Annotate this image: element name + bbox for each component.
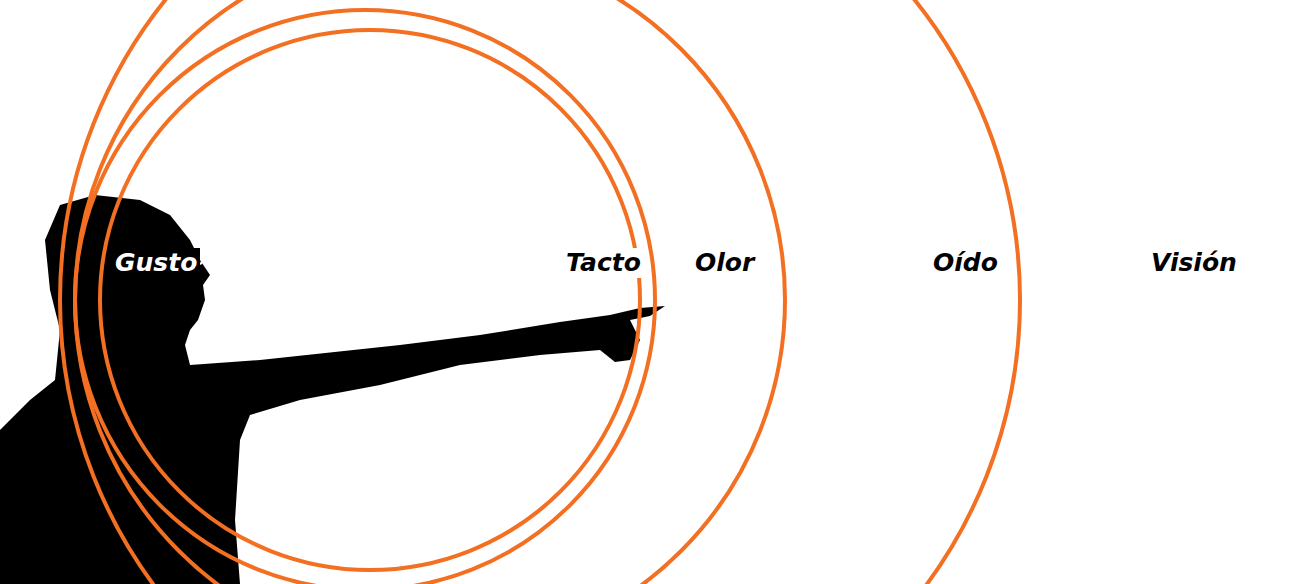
range-circle [75, 10, 655, 584]
range-circle [100, 30, 640, 570]
sense-label: Tacto [563, 248, 644, 278]
sense-label: Oído [930, 248, 1001, 278]
sense-label: Visión [1148, 248, 1240, 278]
range-circles [60, 0, 1020, 584]
person-silhouette [0, 195, 665, 584]
range-circle [60, 0, 1020, 584]
range-circle [75, 0, 785, 584]
sense-label: Olor [692, 248, 757, 278]
sense-label: Gusto [112, 248, 200, 278]
